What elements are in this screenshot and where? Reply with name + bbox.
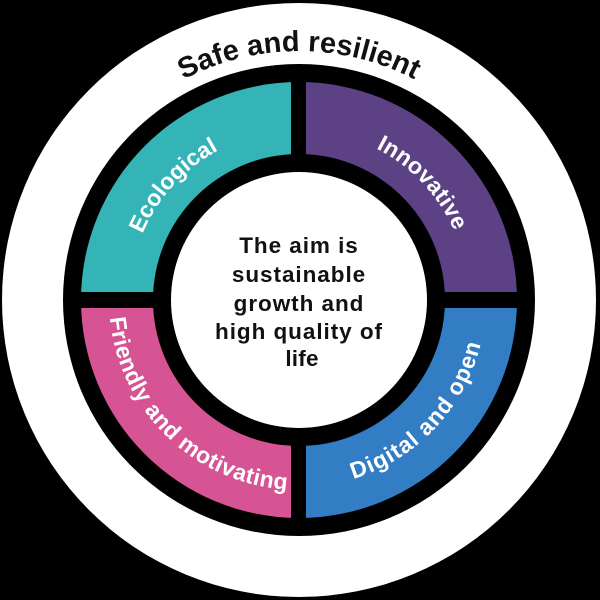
svg-text:sustainable: sustainable xyxy=(232,262,366,287)
svg-text:life: life xyxy=(285,346,318,371)
svg-text:high quality of: high quality of xyxy=(215,319,383,344)
svg-text:The aim is: The aim is xyxy=(239,233,359,258)
svg-text:growth and: growth and xyxy=(234,291,365,316)
